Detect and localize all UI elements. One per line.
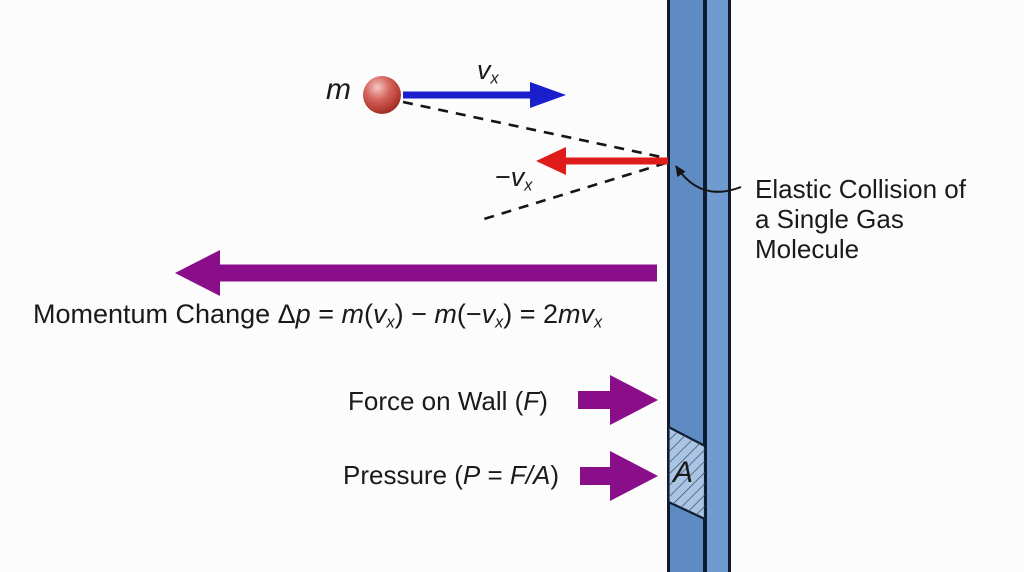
rebound-velocity-label: −vx [495, 162, 533, 195]
collision-note-line-3: Molecule [755, 234, 860, 264]
rebound-velocity-arrow [536, 147, 668, 175]
momentum-equation-label: Momentum Change Δp = m(vx) − m(−vx) = 2m… [33, 299, 603, 332]
collision-pointer-arrow [675, 165, 742, 193]
collision-note: Elastic Collision of a Single Gas Molecu… [755, 174, 966, 264]
velocity-label: vx [477, 55, 499, 88]
collision-note-line-1: Elastic Collision of [755, 174, 966, 204]
trajectory-outgoing-line [483, 161, 667, 221]
wall-area-label: A [673, 456, 694, 489]
wall-stripe-right [707, 0, 728, 572]
trajectory-dashed-lines [402, 100, 667, 221]
pressure-arrow [580, 451, 658, 501]
momentum-change-arrow [175, 250, 657, 296]
trajectory-incoming-line [402, 100, 667, 160]
force-arrow [578, 375, 658, 425]
force-label: Force on Wall (F) [348, 386, 548, 416]
wall-area-patch [667, 425, 707, 521]
pressure-label: Pressure (P = F/A) [343, 460, 560, 490]
hatch-pattern [668, 427, 705, 519]
gas-molecule-ball [363, 76, 401, 114]
velocity-arrow [403, 82, 566, 108]
collision-note-line-2: a Single Gas [755, 204, 904, 234]
mass-label: m [326, 73, 351, 106]
